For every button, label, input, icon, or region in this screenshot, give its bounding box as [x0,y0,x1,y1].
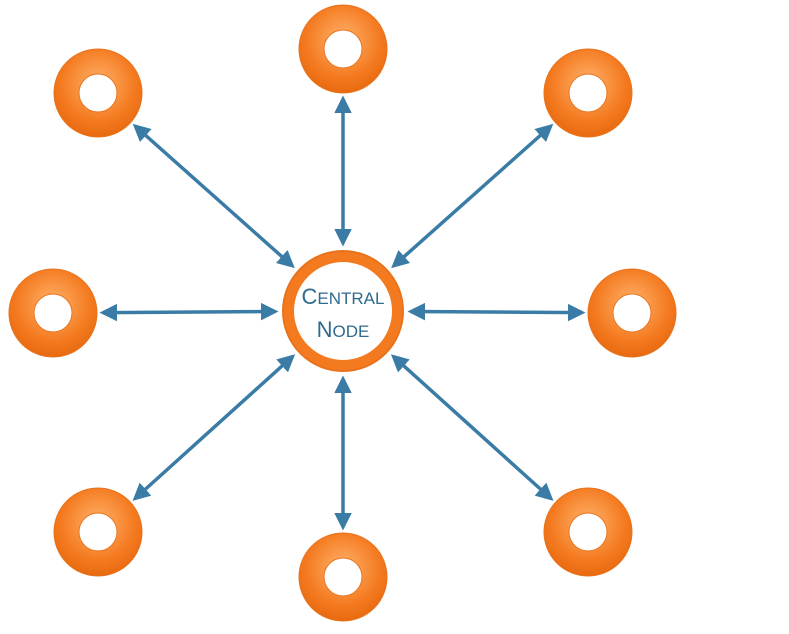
ring-hole [323,557,363,597]
peripheral-node-left [8,268,98,358]
connector-arrow-top-right [391,123,554,269]
connector-arrow-top-left [132,123,295,269]
central-node-label-line2-initial: N [317,317,333,342]
connector-arrow-bottom-left [132,354,296,501]
node-group [8,4,677,622]
ring-hole [568,512,608,552]
connector-arrow-right [407,302,586,322]
peripheral-node-top-right [543,48,633,138]
central-node-label-line1-initial: C [302,284,318,309]
ring-hole [78,73,118,113]
central-node: CENTRAL NODE [282,250,404,372]
ring-hole [612,293,652,333]
ring-hole [568,73,608,113]
central-node-label-line1: CENTRAL [302,284,385,309]
peripheral-node-right [587,268,677,358]
connector-arrow-left [99,302,279,322]
central-node-label-line2-rest: ODE [333,322,370,341]
peripheral-node-top [298,4,388,94]
connector-arrow-bottom-right [390,354,554,501]
peripheral-node-top-left [53,48,143,138]
ring-hole [33,293,73,333]
ring-hole [323,29,363,69]
peripheral-node-bottom [298,532,388,622]
central-node-label-line1-rest: ENTRAL [317,289,384,308]
connector-group [99,95,586,531]
peripheral-node-bottom-left [53,487,143,577]
ring-hole [78,512,118,552]
central-node-label-line2: NODE [317,317,370,342]
peripheral-node-bottom-right [543,487,633,577]
